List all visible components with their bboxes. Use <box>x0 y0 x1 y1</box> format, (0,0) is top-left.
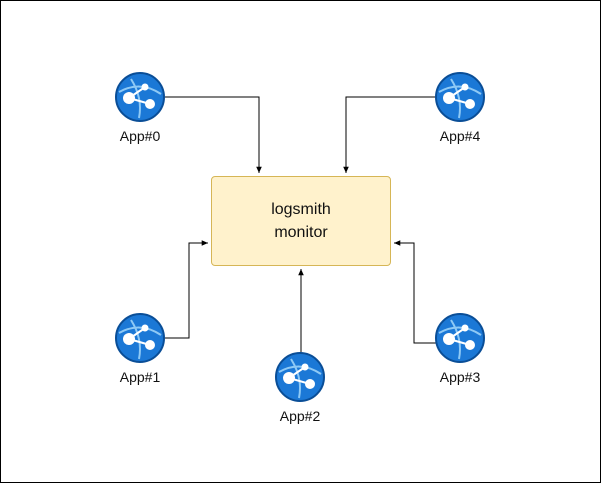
app-label: App#0 <box>119 128 161 144</box>
azure-app-service-icon <box>115 72 165 122</box>
app-label: App#1 <box>119 369 161 385</box>
app-label: App#4 <box>439 128 481 144</box>
azure-app-service-icon <box>275 352 325 402</box>
edge-app4-to-monitor <box>343 96 437 173</box>
app-node-2[interactable]: App#2 <box>260 352 340 424</box>
app-label: App#2 <box>279 408 321 424</box>
monitor-label: logsmith monitor <box>271 201 331 241</box>
edge-app3-to-monitor <box>394 240 437 344</box>
logsmith-monitor-node[interactable]: logsmith monitor <box>211 176 391 266</box>
app-node-4[interactable]: App#4 <box>420 72 500 144</box>
app-node-3[interactable]: App#3 <box>420 313 500 385</box>
app-node-1[interactable]: App#1 <box>100 313 180 385</box>
app-node-0[interactable]: App#0 <box>100 72 180 144</box>
azure-app-service-icon <box>435 72 485 122</box>
azure-app-service-icon <box>435 313 485 363</box>
edge-app0-to-monitor <box>165 96 262 173</box>
app-label: App#3 <box>439 369 481 385</box>
edge-app1-to-monitor <box>165 240 208 339</box>
azure-app-service-icon <box>115 313 165 363</box>
